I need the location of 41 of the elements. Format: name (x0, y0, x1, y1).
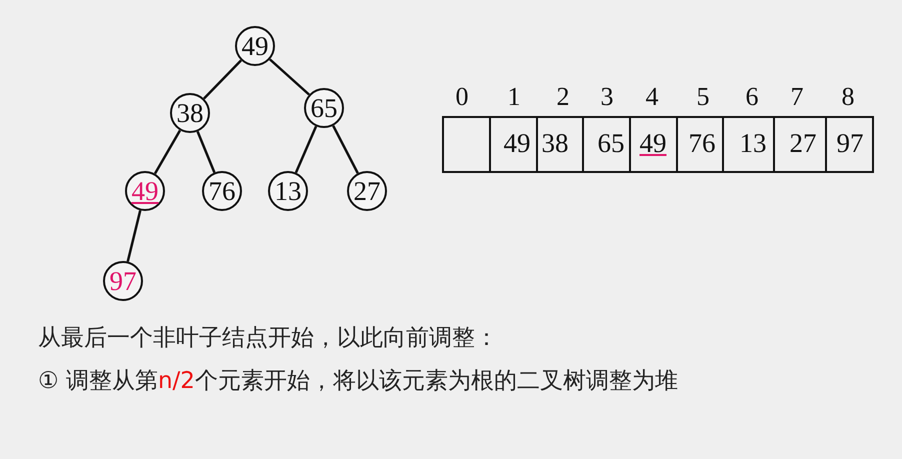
array-value: 49 (640, 130, 666, 157)
tree-branch-line (269, 58, 310, 96)
node-value: 65 (310, 94, 338, 122)
array-index: 0 (456, 84, 468, 110)
node-value: 38 (176, 100, 204, 126)
tree-node-circle (268, 171, 308, 211)
array-value: 76 (688, 130, 716, 157)
tree-branch-line (332, 125, 359, 174)
tree-node-circle (347, 171, 387, 211)
tree-node-circle (170, 93, 210, 133)
tree-branch-line (126, 210, 142, 262)
array-index: 1 (508, 84, 520, 110)
array-value: 49 (504, 130, 530, 157)
array-index: 5 (696, 84, 710, 110)
array-index: 8 (842, 84, 854, 110)
tree-node-circle (103, 261, 143, 301)
explanation-text: 从最后一个非叶子结点开始，以此向前调整： (38, 324, 498, 353)
tree-node-circle (202, 171, 242, 211)
array-value: 97 (836, 130, 864, 157)
node-value: 49 (132, 178, 158, 204)
node-value: 27 (354, 178, 380, 204)
tree-branch-line (154, 130, 182, 174)
array-value: 38 (542, 130, 568, 157)
array-index: 6 (746, 84, 758, 110)
array-value: 13 (740, 130, 766, 157)
tree-branch-line (203, 59, 242, 100)
tree-node-circle (304, 88, 344, 128)
array-index: 2 (556, 84, 570, 110)
node-value: 76 (208, 178, 236, 204)
node-value: 97 (110, 268, 136, 294)
tree-branch-line (196, 131, 216, 173)
tree-node-circle (125, 171, 165, 211)
array-index: 3 (600, 84, 614, 110)
node-value: 13 (274, 178, 302, 204)
tree-node-circle (235, 26, 275, 66)
array-value: 27 (790, 130, 816, 157)
array-value: 65 (598, 130, 624, 157)
array-index: 4 (646, 84, 658, 110)
node-value: 49 (242, 32, 268, 60)
array-index: 7 (790, 84, 804, 110)
explanation-text: ① 调整从第n/2个元素开始，将以该元素为根的二叉树调整为堆 (38, 367, 678, 396)
